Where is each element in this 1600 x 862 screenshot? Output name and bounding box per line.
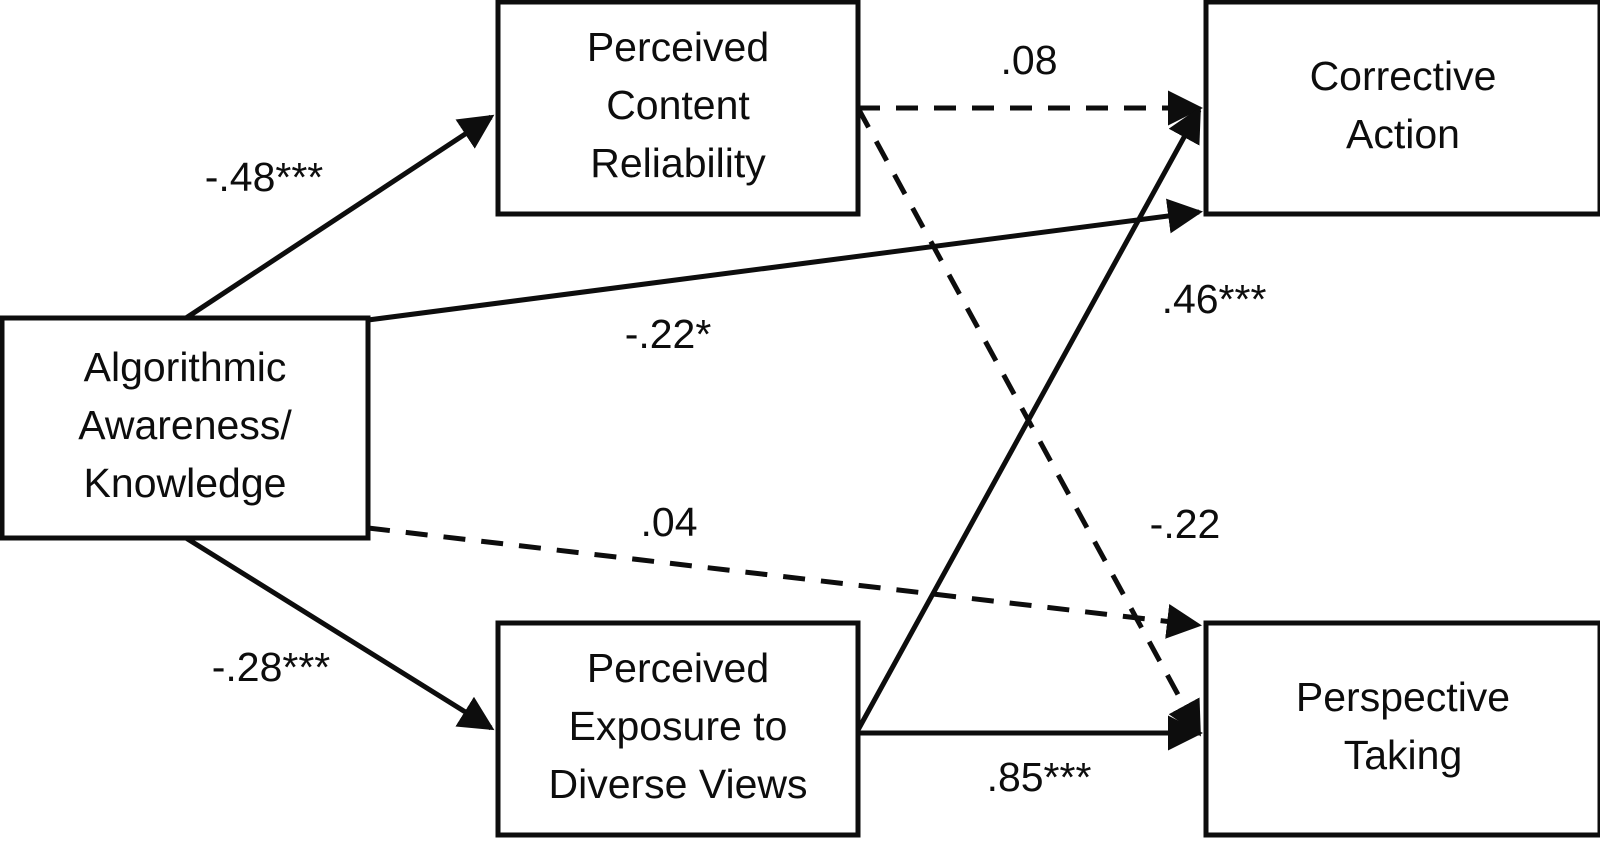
- coefficient-label-pedv-to-ca: .46***: [1162, 276, 1267, 322]
- node-label-algorithmic-awareness: Knowledge: [84, 460, 287, 506]
- coefficient-labels-layer: -.48*** -.22* .04 -.28*** .08 -.22 .46*** .85**…: [205, 37, 1267, 800]
- node-box-perceived-exposure-diverse-views: [495, 620, 861, 838]
- node-box-perspective-taking: [1203, 620, 1600, 838]
- coefficient-label-aa-to-pcr: -.48***: [205, 154, 324, 200]
- coefficient-label-pcr-to-ca: .08: [1001, 37, 1058, 83]
- node-label-perceived-exposure-diverse-views: Diverse Views: [549, 761, 808, 807]
- node-box-algorithmic-awareness: [0, 315, 371, 541]
- node-box-corrective-action: [1203, 0, 1600, 217]
- coefficient-label-pedv-to-pt: .85***: [987, 754, 1092, 800]
- coefficient-label-aa-to-pedv: -.28***: [212, 644, 331, 690]
- coefficient-label-pcr-to-pt: -.22: [1150, 501, 1221, 547]
- node-label-algorithmic-awareness: Algorithmic: [84, 344, 287, 390]
- path-arrow-aa-to-pedv: [184, 535, 495, 731]
- nodes-layer: AlgorithmicAwareness/KnowledgePerceivedC…: [0, 0, 1600, 838]
- node-label-perceived-exposure-diverse-views: Exposure to: [569, 703, 788, 749]
- path-arrow-aa-to-pcr: [184, 114, 495, 321]
- node-label-corrective-action: Corrective: [1310, 53, 1497, 99]
- node-label-perceived-content-reliability: Content: [606, 82, 750, 128]
- node-label-perspective-taking: Perspective: [1296, 674, 1510, 720]
- node-label-algorithmic-awareness: Awareness/: [78, 402, 292, 448]
- coefficient-label-aa-to-pt: .04: [641, 499, 698, 545]
- node-box-perceived-content-reliability: [495, 0, 861, 217]
- node-label-perceived-content-reliability: Reliability: [590, 140, 766, 186]
- node-label-corrective-action: Action: [1346, 111, 1460, 157]
- node-label-perceived-content-reliability: Perceived: [587, 24, 769, 70]
- path-arrow-aa-to-pt: [367, 525, 1202, 639]
- paths-layer: [184, 90, 1204, 751]
- path-arrow-pedv-to-ca: [855, 106, 1202, 732]
- node-label-perspective-taking: Taking: [1344, 732, 1463, 778]
- coefficient-label-aa-to-ca: -.22*: [625, 311, 712, 357]
- node-label-perceived-exposure-diverse-views: Perceived: [587, 645, 769, 691]
- path-arrow-aa-to-ca: [367, 198, 1203, 323]
